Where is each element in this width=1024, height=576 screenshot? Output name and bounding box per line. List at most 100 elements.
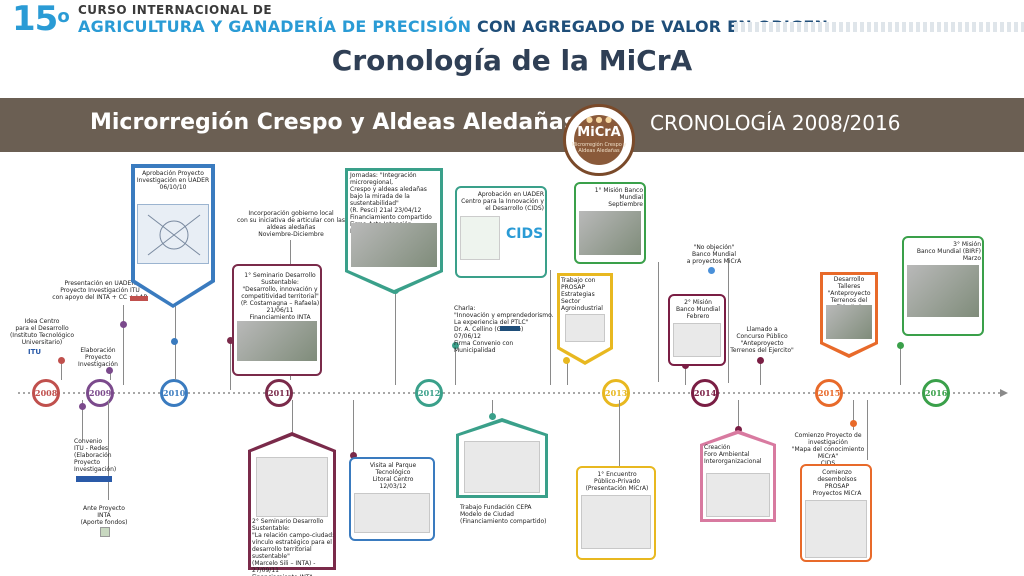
connector	[900, 345, 901, 385]
event-mision2: 2° Misión Banco Mundial Febrero	[675, 299, 721, 320]
event-mision2-card: 2° Misión Banco Mundial Febrero	[668, 294, 726, 366]
connector	[123, 305, 124, 385]
world-bank-icon	[708, 267, 715, 274]
event-dot	[58, 357, 65, 364]
logo-disc	[574, 115, 624, 165]
event-llamado: Llamado a Concurso Público "Anteproyecto…	[730, 326, 794, 354]
event-foro-card: Creación Foro Ambiental Interorganizacio…	[700, 430, 776, 522]
event-charla: Charla: "Innovación y emprendedorismo. L…	[454, 305, 554, 354]
event-trabajo-cepa: Trabajo Fundación CEPA Modelo de Ciudad …	[460, 504, 547, 525]
event-dot	[757, 357, 764, 364]
connector	[455, 345, 456, 385]
banner-line1: CURSO INTERNACIONAL DE	[78, 3, 273, 17]
connector	[108, 400, 109, 500]
photo-thumbnail	[351, 223, 437, 267]
logo-network-icon: ● ● ●	[586, 115, 613, 124]
year-2010: 2010	[160, 379, 188, 407]
document-thumbnail	[706, 473, 770, 517]
event-prosap: Trabajo con PROSAP Estrategias Sector Ag…	[561, 277, 603, 312]
connector	[867, 400, 868, 460]
event-dot	[897, 342, 904, 349]
event-aprobacion-card: Aprobación Proyecto Investigación en UAD…	[131, 164, 215, 308]
micra-logo: ● ● ● MiCrA Microrregión Crespo y Aldeas…	[563, 104, 635, 176]
event-visita-card: Visita al Parque Tecnológico Litoral Cen…	[349, 457, 435, 541]
event-dot	[563, 357, 570, 364]
connector	[82, 400, 83, 440]
event-comienzo: Comienzo Proyecto de investigación "Mapa…	[791, 432, 865, 467]
event-incorporacion: Incorporación gobierno local con su inic…	[237, 210, 345, 238]
connector	[658, 262, 659, 382]
connector	[567, 360, 568, 385]
lar-logo-icon	[130, 296, 148, 301]
event-aprobacion-cids: Aprobación en UADER Centro para la Innov…	[461, 191, 544, 212]
event-dot	[227, 337, 234, 344]
connector	[292, 400, 293, 435]
connector	[738, 400, 739, 435]
event-desembolsos-card: Comienzo desembolsos PROSAP Proyectos Mi…	[800, 464, 872, 562]
connector	[492, 400, 493, 420]
event-mision1-card: 1° Misión Banco Mundial Septiembre	[574, 182, 646, 264]
year-2011: 2011	[265, 379, 293, 407]
itu-redes-logo-icon	[76, 476, 112, 482]
connector	[353, 400, 354, 455]
event-ante: Ante Proyecto INTA (Aporte fondos)	[80, 505, 128, 526]
connector	[853, 400, 854, 430]
edition-number: 15o	[12, 0, 70, 39]
connector	[110, 370, 111, 380]
document-thumbnail	[565, 314, 605, 342]
photo-thumbnail	[237, 321, 317, 361]
ptlc-logo-icon	[500, 326, 520, 331]
event-dot	[350, 452, 357, 459]
event-no-objecion: "No objeción" Banco Mundial a proyectos …	[686, 244, 742, 265]
course-banner: 15o CURSO INTERNACIONAL DE AGRICULTURA Y…	[0, 0, 1024, 40]
year-2014: 2014	[691, 379, 719, 407]
section-header: Microrregión Crespo y Aldeas Aledañas CR…	[0, 98, 1024, 152]
event-mision3-card: 3° Misión Banco Mundial (BIRF) Marzo	[902, 236, 984, 336]
event-idea: Idea Centro para el Desarrollo (Institut…	[9, 318, 75, 346]
itu-logo: ITU	[28, 348, 42, 356]
event-dot	[452, 342, 459, 349]
logo-text: MiCrA	[577, 125, 621, 140]
event-dot	[171, 338, 178, 345]
event-seminario1: 1° Seminario Desarrollo Sustentable: "De…	[240, 272, 320, 321]
photo-thumbnail	[826, 305, 872, 339]
document-thumbnail	[673, 323, 721, 357]
cids-logo: CIDS	[506, 226, 544, 242]
event-elaboracion: Elaboración Proyecto Investigación	[78, 347, 118, 368]
year-2012: 2012	[415, 379, 443, 407]
document-thumbnail	[581, 495, 651, 549]
event-visita: Visita al Parque Tecnológico Litoral Cen…	[369, 462, 417, 490]
connector	[550, 270, 551, 385]
photo-thumbnail	[579, 211, 641, 255]
event-dot	[120, 321, 127, 328]
event-mision3: 3° Misión Banco Mundial (BIRF) Marzo	[916, 241, 981, 262]
header-right-title: CRONOLOGÍA 2008/2016	[650, 111, 901, 135]
connector	[619, 400, 620, 470]
banner-stripe	[734, 22, 1024, 32]
event-dot	[106, 367, 113, 374]
event-seminario1-card: 1° Seminario Desarrollo Sustentable: "De…	[232, 264, 322, 376]
document-thumbnail	[256, 457, 328, 517]
connector	[230, 340, 231, 390]
event-jornadas-card: Jornadas: "Integración microregional, Cr…	[345, 168, 443, 294]
event-dot	[735, 426, 742, 433]
connector	[395, 290, 396, 385]
event-encuentro: 1° Encuentro Público-Privado (Presentaci…	[585, 471, 649, 492]
event-seminario2: 2° Seminario Desarrollo Sustentable: "La…	[252, 518, 335, 576]
event-cids-card: Aprobación en UADER Centro para la Innov…	[455, 186, 547, 278]
event-prosap-card: Trabajo con PROSAP Estrategias Sector Ag…	[557, 273, 613, 365]
connector	[685, 365, 686, 385]
year-2015: 2015	[815, 379, 843, 407]
event-convenio: Convenio ITU - Redes (Elaboración Proyec…	[74, 438, 117, 473]
document-thumbnail	[464, 441, 540, 493]
connector	[61, 360, 62, 380]
year-2013: 2013	[602, 379, 630, 407]
inta-logo-icon	[100, 527, 110, 537]
event-dot	[79, 403, 86, 410]
event-presentacion: Presentación en UADER Proyecto Investiga…	[52, 280, 147, 301]
page-title: Cronología de la MiCrA	[331, 44, 693, 77]
event-encuentro-card: 1° Encuentro Público-Privado (Presentaci…	[576, 466, 656, 560]
event-talleres-card: Desarrollo Talleres "Anteproyecto Terren…	[820, 272, 878, 358]
cids-document-thumbnail: CIDS	[460, 216, 544, 262]
